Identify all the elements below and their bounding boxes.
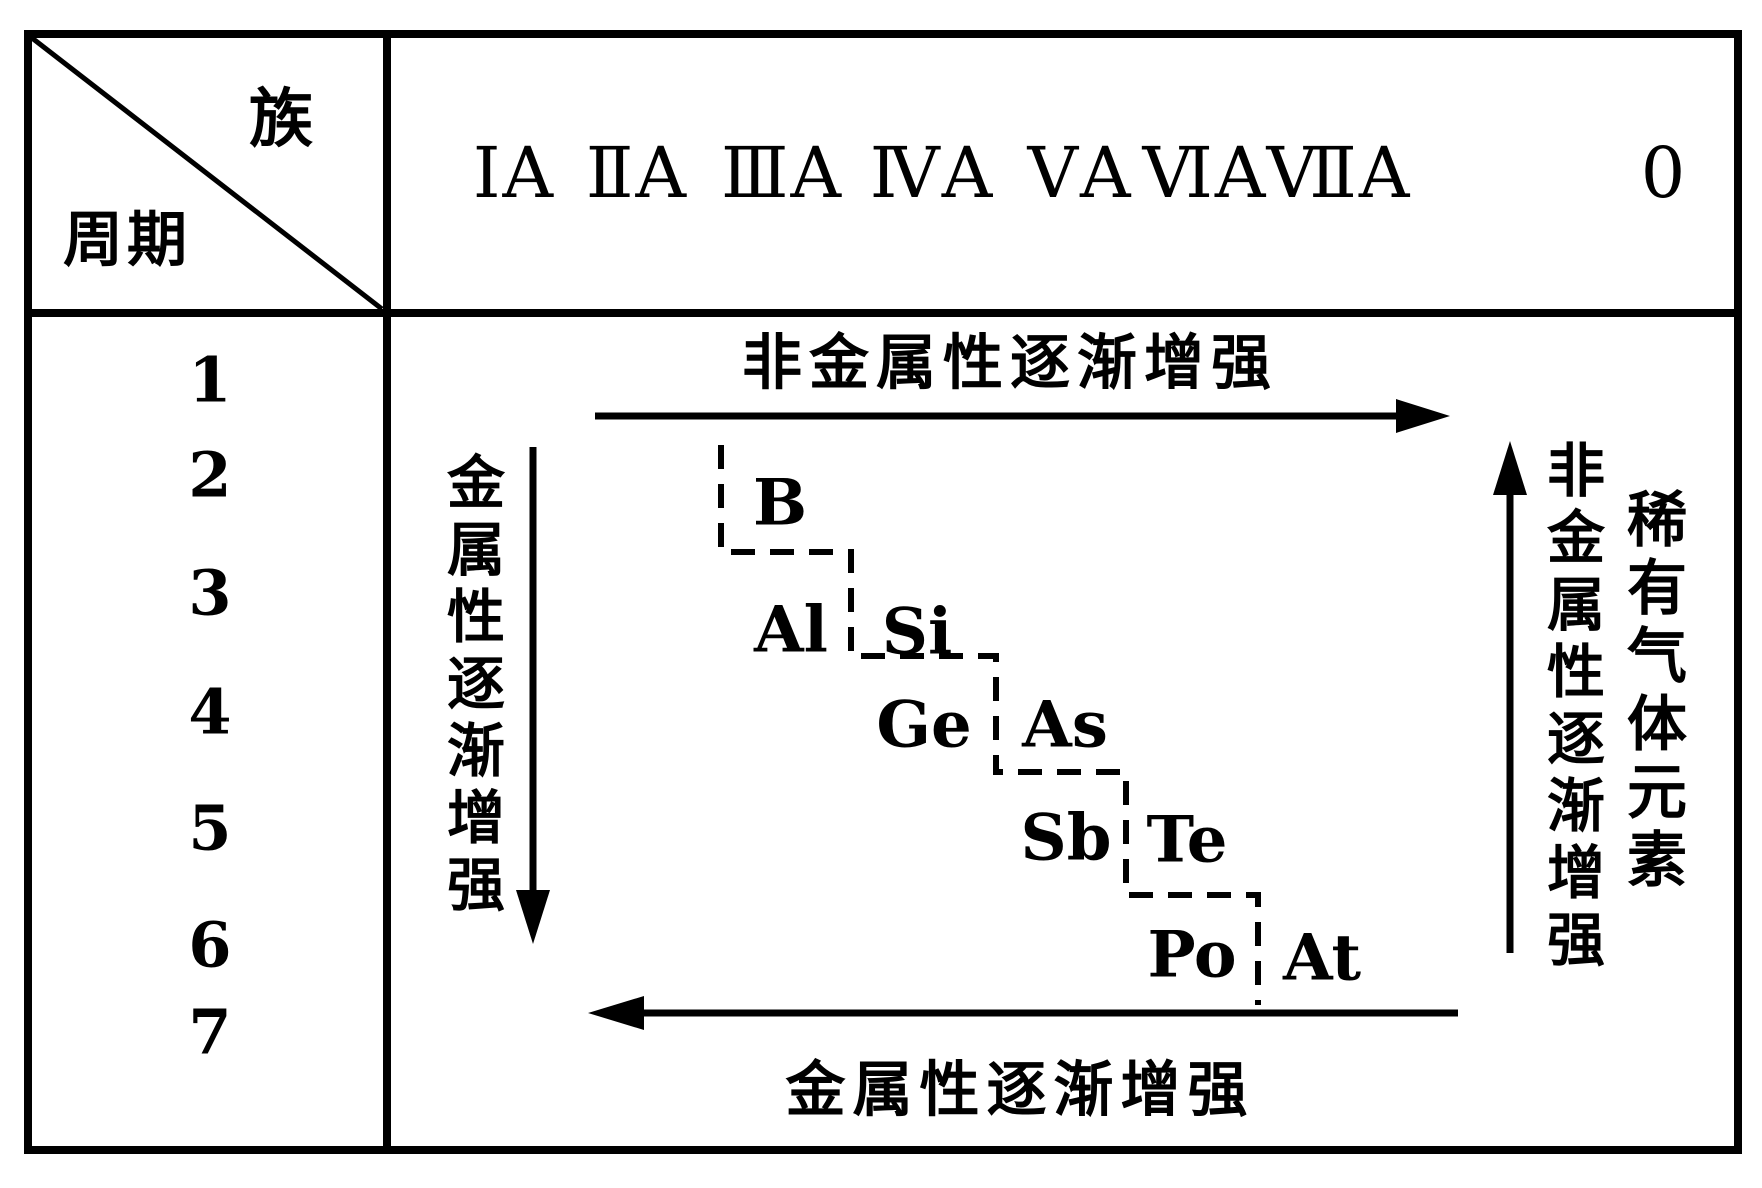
left-arrow-label: 金属性逐渐增强 [437,452,505,921]
period-label-5: 5 [188,791,232,865]
bottom-arrow [588,996,1458,1030]
top-arrow-label: 非金属性逐渐增强 [742,328,1278,399]
period-label-3: 3 [188,556,232,630]
group-label-3a: ⅢA [720,132,844,214]
period-label-1: 1 [188,343,232,417]
group-label-4a: ⅣA [869,132,995,214]
element-symbol-te: Te [1146,802,1228,878]
group-label-0: 0 [1640,132,1688,214]
corner-period-label: 周期 [63,205,191,276]
element-symbol-al: Al [754,592,828,668]
group-label-5a: ⅤA [1027,132,1133,214]
bottom-arrow-label: 金属性逐渐增强 [785,1055,1255,1126]
left-arrow [516,447,550,944]
group-label-2a: ⅡA [585,132,689,214]
element-symbol-ge: Ge [876,687,972,763]
right-arrow-label: 非金属性逐渐增强 [1537,440,1605,976]
period-label-7: 7 [188,995,232,1069]
group-label-6a: ⅥA [1142,132,1268,214]
element-symbol-sb: Sb [1020,800,1112,876]
period-label-4: 4 [188,675,232,749]
table-outer-border [24,30,1742,1154]
element-symbol-b: B [752,465,808,541]
group-label-1a: ⅠA [472,132,556,214]
noble-gas-label: 稀有气体元素 [1616,488,1687,896]
element-symbol-po: Po [1147,917,1237,993]
period-label-6: 6 [188,908,232,982]
period-label-2: 2 [188,438,232,512]
element-symbol-at: At [1282,920,1362,996]
right-arrow [1493,441,1527,953]
group-label-7a: ⅦA [1266,132,1412,214]
staircase-dashed-line [718,445,1261,1005]
top-arrow [595,399,1450,433]
element-symbol-si: Si [881,594,953,670]
corner-diagonal [30,36,384,311]
element-symbol-as: As [1022,687,1108,763]
corner-group-label: 族 [249,82,313,157]
